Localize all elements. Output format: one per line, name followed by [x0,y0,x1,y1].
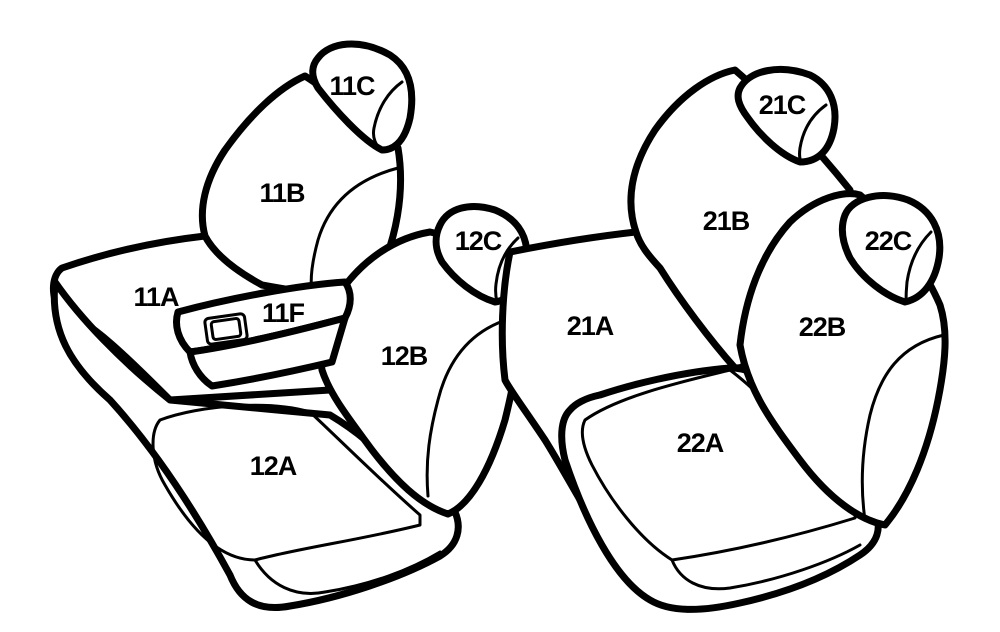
label-22A: 22A [677,428,724,458]
seat-part-12A [50,278,462,611]
label-12C: 12C [455,226,502,256]
label-21B: 21B [703,206,750,236]
label-11C: 11C [329,71,375,101]
seat-part-12B [317,228,524,518]
seat-part-22C [838,192,944,306]
label-22B: 22B [799,312,846,342]
seat-part-11F [173,278,354,390]
label-22C: 22C [865,226,912,256]
seat-part-21C [734,66,839,166]
label-12A: 12A [250,451,297,481]
label-11F: 11F [262,298,305,328]
label-21A: 21A [567,311,614,341]
label-21C: 21C [759,90,806,120]
seat-part-11C [309,40,416,154]
label-12B: 12B [381,341,428,371]
label-11A: 11A [133,282,179,312]
label-11B: 11B [259,178,305,208]
